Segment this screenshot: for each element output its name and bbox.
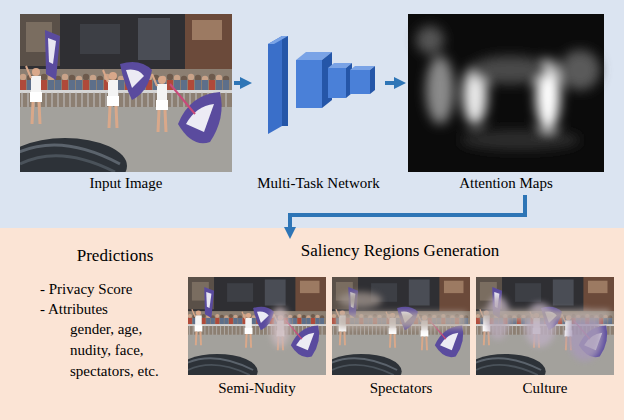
illustration-part xyxy=(426,56,454,124)
illustration-part xyxy=(338,292,382,308)
illustration-part xyxy=(524,303,556,347)
illustration-part xyxy=(408,14,604,172)
illustration-part xyxy=(268,36,288,44)
blur-patch xyxy=(480,296,610,361)
node-label: Semi-Nudity xyxy=(188,379,326,397)
list-item: - Attributes xyxy=(40,299,190,319)
node-label: Saliency Regions Generation xyxy=(186,240,614,262)
illustration-part xyxy=(416,26,600,150)
node-label: Input Image xyxy=(20,174,232,192)
illustration-part xyxy=(270,307,290,347)
node-label: Culture xyxy=(476,379,614,397)
network-node: Multi-Task Network xyxy=(254,14,383,192)
list-item: gender, age, nudity, face, spectators, e… xyxy=(70,319,170,382)
arrowhead xyxy=(284,227,296,239)
node-label: Multi-Task Network xyxy=(254,174,383,192)
node-label: Predictions xyxy=(40,245,190,267)
spectators-photo xyxy=(321,277,470,389)
saliency-panel: Saliency Regions GenerationSemi-Nudity Sp… xyxy=(186,240,614,412)
arrow-line xyxy=(385,81,395,85)
saliency-image: Spectators xyxy=(332,277,470,397)
arrowhead xyxy=(394,77,406,89)
flow-arrow xyxy=(234,77,252,89)
top-panel xyxy=(0,0,624,228)
image-spacer xyxy=(476,277,614,379)
image-spacer xyxy=(332,277,470,379)
image-spacer xyxy=(20,14,232,174)
attention-map xyxy=(408,14,604,172)
input-photo xyxy=(3,14,232,194)
semi-nudity-photo xyxy=(177,277,326,389)
illustration-part xyxy=(416,26,444,54)
saliency-image: Culture xyxy=(476,277,614,397)
list-item: - Privacy Score xyxy=(40,279,190,299)
illustration-part xyxy=(370,66,375,94)
culture-photo xyxy=(465,277,614,389)
illustration-part xyxy=(480,310,610,320)
arrow-line xyxy=(234,81,241,85)
illustration-part xyxy=(328,68,346,98)
illustration-part xyxy=(268,36,282,134)
flow-arrow xyxy=(385,77,406,89)
illustration-part xyxy=(470,56,550,84)
illustration-part xyxy=(336,312,466,328)
illustration-part xyxy=(296,60,322,108)
illustration-part xyxy=(350,70,370,94)
arrow-line xyxy=(290,195,525,228)
node-label: Spectators xyxy=(332,379,470,397)
arrowhead xyxy=(240,77,252,89)
illustration-part xyxy=(460,130,580,150)
illustration-part xyxy=(282,36,288,126)
flow-arrow xyxy=(284,195,525,239)
predictions-box: Predictions - Privacy Score- Attributesge… xyxy=(40,245,190,382)
blur-patch xyxy=(336,292,466,328)
network-icon xyxy=(268,36,375,134)
attention-node: Attention Maps xyxy=(408,14,604,192)
image-spacer xyxy=(408,14,604,174)
image-spacer xyxy=(188,277,326,379)
node-label: Attention Maps xyxy=(408,174,604,192)
illustration-part xyxy=(560,50,600,90)
image-node: Input Image xyxy=(20,14,232,192)
bottom-panel xyxy=(0,228,624,420)
image-spacer xyxy=(254,14,383,174)
blur-patch xyxy=(270,307,290,347)
saliency-image: Semi-Nudity xyxy=(188,277,326,397)
